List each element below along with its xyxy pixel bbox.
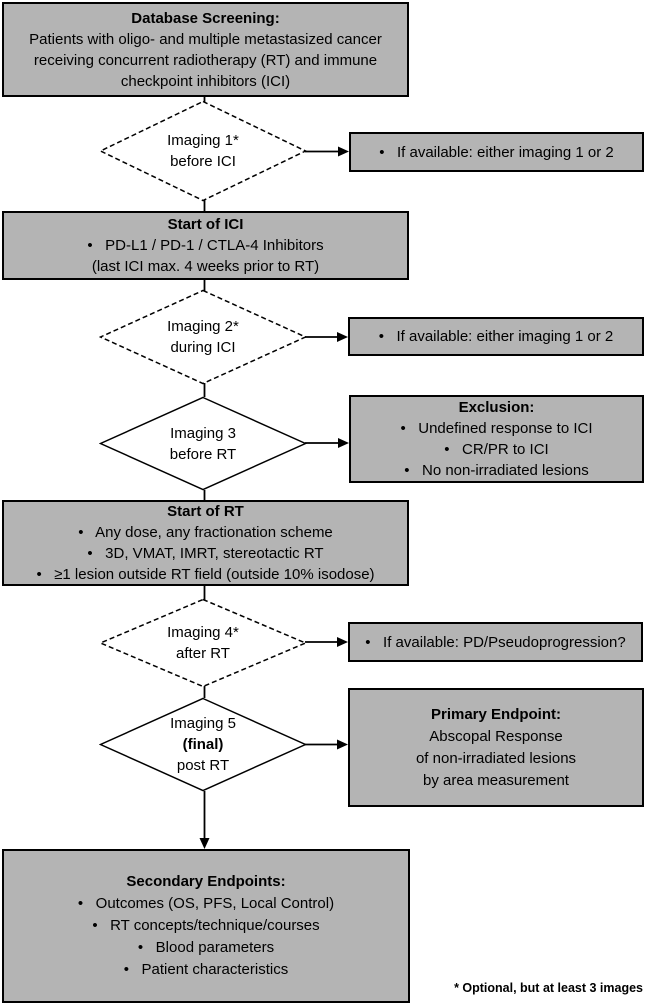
box-line: checkpoint inhibitors (ICI) xyxy=(120,72,291,90)
box-line: Patients with oligo- and multiple metast… xyxy=(29,30,382,48)
diamond-shape-dashed xyxy=(99,598,307,688)
diamond-line: post RT xyxy=(176,757,230,774)
diamond-shape-dashed xyxy=(99,289,307,385)
imaging1-decision-diamond: Imaging 1* before ICI xyxy=(99,100,307,202)
diamond-text: Imaging 5 (final) post RT xyxy=(99,697,307,792)
box-line: • Blood parameters xyxy=(137,939,275,956)
exclusion-box: Exclusion: • Undefined response to ICI •… xyxy=(349,395,644,483)
imaging1-note-box: • If available: either imaging 1 or 2 xyxy=(349,132,644,172)
diamond-line: Imaging 1* xyxy=(167,132,239,149)
secondary-endpoints-box: Secondary Endpoints: • Outcomes (OS, PFS… xyxy=(2,849,410,1003)
imaging2-note-box: • If available: either imaging 1 or 2 xyxy=(348,317,644,356)
box-line: of non-irradiated lesions xyxy=(415,749,577,767)
note-text: • If available: either imaging 1 or 2 xyxy=(378,328,614,345)
diamond-text: Imaging 4* after RT xyxy=(99,598,307,688)
diamond-line: after RT xyxy=(176,645,230,662)
diamond-text: Imaging 2* during ICI xyxy=(99,289,307,385)
imaging2-decision-diamond: Imaging 2* during ICI xyxy=(99,289,307,385)
diamond-shape-solid xyxy=(99,697,307,792)
diamond-text: Imaging 3 before RT xyxy=(99,396,307,491)
primary-endpoint-box: Primary Endpoint: Abscopal Response of n… xyxy=(348,688,644,807)
diamond-line: Imaging 2* xyxy=(167,318,239,335)
imaging5-decision-diamond: Imaging 5 (final) post RT xyxy=(99,697,307,792)
box-title: Exclusion: xyxy=(458,399,535,416)
box-line: • Patient characteristics xyxy=(123,961,289,978)
box-title: Start of ICI xyxy=(167,216,244,233)
box-line: • CR/PR to ICI xyxy=(444,441,549,458)
diamond-shape-dashed xyxy=(99,100,307,202)
box-title: Database Screening: xyxy=(131,9,280,27)
start-of-rt-box: Start of RT • Any dose, any fractionatio… xyxy=(2,500,409,586)
box-line: • 3D, VMAT, IMRT, stereotactic RT xyxy=(87,545,324,562)
diamond-line: Imaging 4* xyxy=(167,624,239,641)
diamond-shape-solid xyxy=(99,396,307,491)
box-line: Abscopal Response xyxy=(429,727,563,745)
box-title: Primary Endpoint: xyxy=(430,705,561,723)
diamond-line: before ICI xyxy=(170,153,236,170)
database-screening-box: Database Screening: Patients with oligo-… xyxy=(2,2,409,97)
box-line: • RT concepts/technique/courses xyxy=(92,917,320,934)
start-of-ici-box: Start of ICI • PD-L1 / PD-1 / CTLA-4 Inh… xyxy=(2,211,409,280)
box-line: • ≥1 lesion outside RT field (outside 10… xyxy=(36,566,375,583)
diamond-line: Imaging 5 xyxy=(170,715,236,732)
diamond-line: during ICI xyxy=(170,339,236,356)
box-line: • Any dose, any fractionation scheme xyxy=(78,524,333,541)
box-title: Start of RT xyxy=(167,503,244,520)
note-text: • If available: either imaging 1 or 2 xyxy=(379,143,614,161)
diamond-line: before RT xyxy=(169,445,237,463)
box-line: receiving concurrent radiotherapy (RT) a… xyxy=(33,51,378,69)
imaging4-note-box: • If available: PD/Pseudoprogression? xyxy=(348,622,643,662)
imaging3-decision-diamond: Imaging 3 before RT xyxy=(99,396,307,491)
box-line: (last ICI max. 4 weeks prior to RT) xyxy=(91,258,320,275)
box-title: Secondary Endpoints: xyxy=(126,873,286,890)
box-line: • No non-irradiated lesions xyxy=(404,462,589,479)
box-line: by area measurement xyxy=(423,771,569,789)
box-line: • Undefined response to ICI xyxy=(400,420,593,437)
box-line: • Outcomes (OS, PFS, Local Control) xyxy=(77,895,335,912)
diamond-line: (final) xyxy=(182,736,224,753)
note-text: • If available: PD/Pseudoprogression? xyxy=(365,633,626,651)
box-line: • PD-L1 / PD-1 / CTLA-4 Inhibitors xyxy=(87,237,324,254)
diamond-line: Imaging 3 xyxy=(170,424,236,442)
diamond-text: Imaging 1* before ICI xyxy=(99,100,307,202)
footnote: * Optional, but at least 3 images xyxy=(454,981,643,995)
imaging4-decision-diamond: Imaging 4* after RT xyxy=(99,598,307,688)
